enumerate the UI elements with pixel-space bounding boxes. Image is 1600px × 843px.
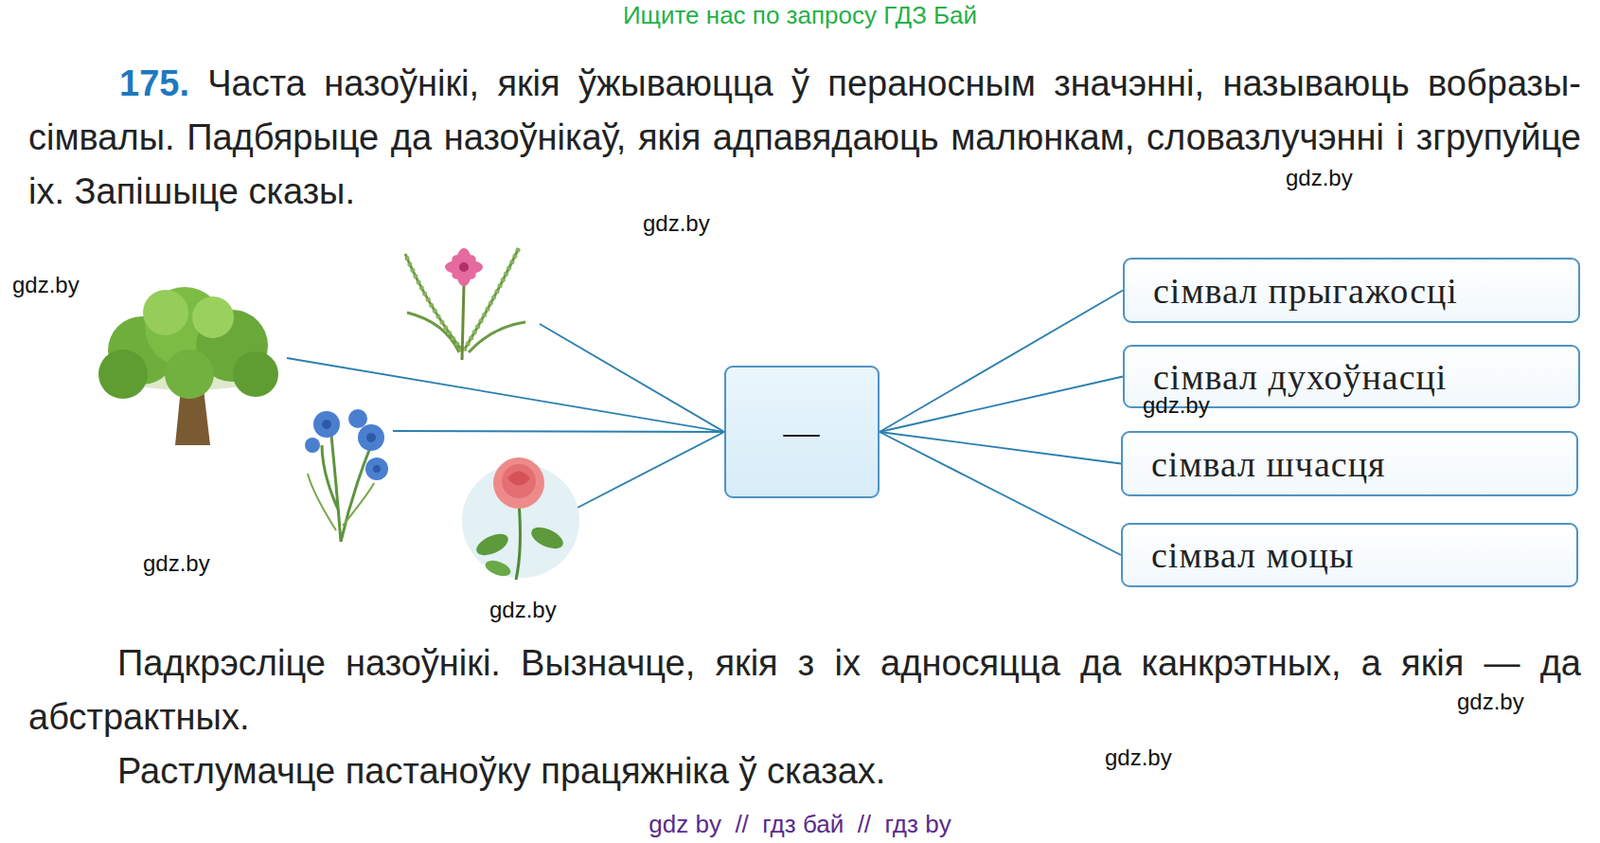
instruction-text: Растлумачце пастаноўку працяжніка ў сказ… <box>117 750 886 791</box>
watermark: gdz.by <box>1285 164 1353 191</box>
node-text: — <box>783 410 821 453</box>
watermark: gdz.by <box>489 596 557 623</box>
picture-lines <box>286 323 725 509</box>
symbol-box: сімвал шчасця <box>1120 430 1579 497</box>
watermark: gdz.by <box>642 210 711 236</box>
watermark-box: gdz.by <box>642 210 711 237</box>
watermark-box: gdz.by <box>1457 688 1525 715</box>
watermark-box: gdz.by <box>1104 744 1173 771</box>
symbol-box: сімвал прыгажосці <box>1122 257 1581 323</box>
connector-line <box>879 376 1123 433</box>
node-text: сімвал моцы <box>1151 533 1355 576</box>
node-text: сімвал духоўнасці <box>1153 355 1447 398</box>
watermark: gdz.by <box>1142 391 1210 418</box>
connector-line <box>879 431 1121 555</box>
watermark: gdz.by <box>12 271 80 298</box>
watermark: gdz.by <box>142 550 211 576</box>
watermark-box: gdz.by <box>12 271 80 299</box>
watermark-box: gdz.by <box>1285 164 1353 192</box>
instruction-paragraph: Растлумачце пастаноўку працяжніка ў сказ… <box>117 744 886 799</box>
watermark-row: gdz by // гдз бай // гдз by <box>0 809 1600 839</box>
watermark-box: gdz.by <box>489 596 557 623</box>
watermark: Ищите нас по запросу ГДЗ Бай <box>622 0 978 30</box>
connector-line <box>879 431 1121 464</box>
instruction-paragraph: Падкрэсліце назоўнікі. Вызначце, якія з … <box>28 636 1582 745</box>
symbol-box: сімвал моцы <box>1120 522 1579 587</box>
watermark-row: Ищите нас по запросу ГДЗ Бай <box>0 0 1600 31</box>
node-text: сімвал шчасця <box>1151 443 1387 485</box>
task-paragraph: 175. Часта назоўнікі, якія ўжываюцца ў п… <box>28 56 1582 219</box>
watermark: gdz.by <box>1104 744 1173 770</box>
node-text: сімвал прыгажосці <box>1153 269 1458 312</box>
connector-line <box>879 290 1123 433</box>
watermark: gdz by // гдз бай // гдз by <box>648 809 951 838</box>
oak-tree <box>98 286 279 445</box>
watermark-box: gdz.by <box>1142 391 1210 419</box>
watermark: gdz.by <box>1457 688 1525 714</box>
dash-box: — <box>724 365 880 498</box>
watermark-box: gdz.by <box>142 550 211 577</box>
exercise-number: 175. <box>119 63 190 104</box>
rose <box>462 457 580 580</box>
instruction-text: Падкрэсліце назоўнікі. Вызначце, якія з … <box>28 642 1582 737</box>
cornflower <box>304 408 389 542</box>
fern-flower <box>405 248 526 360</box>
